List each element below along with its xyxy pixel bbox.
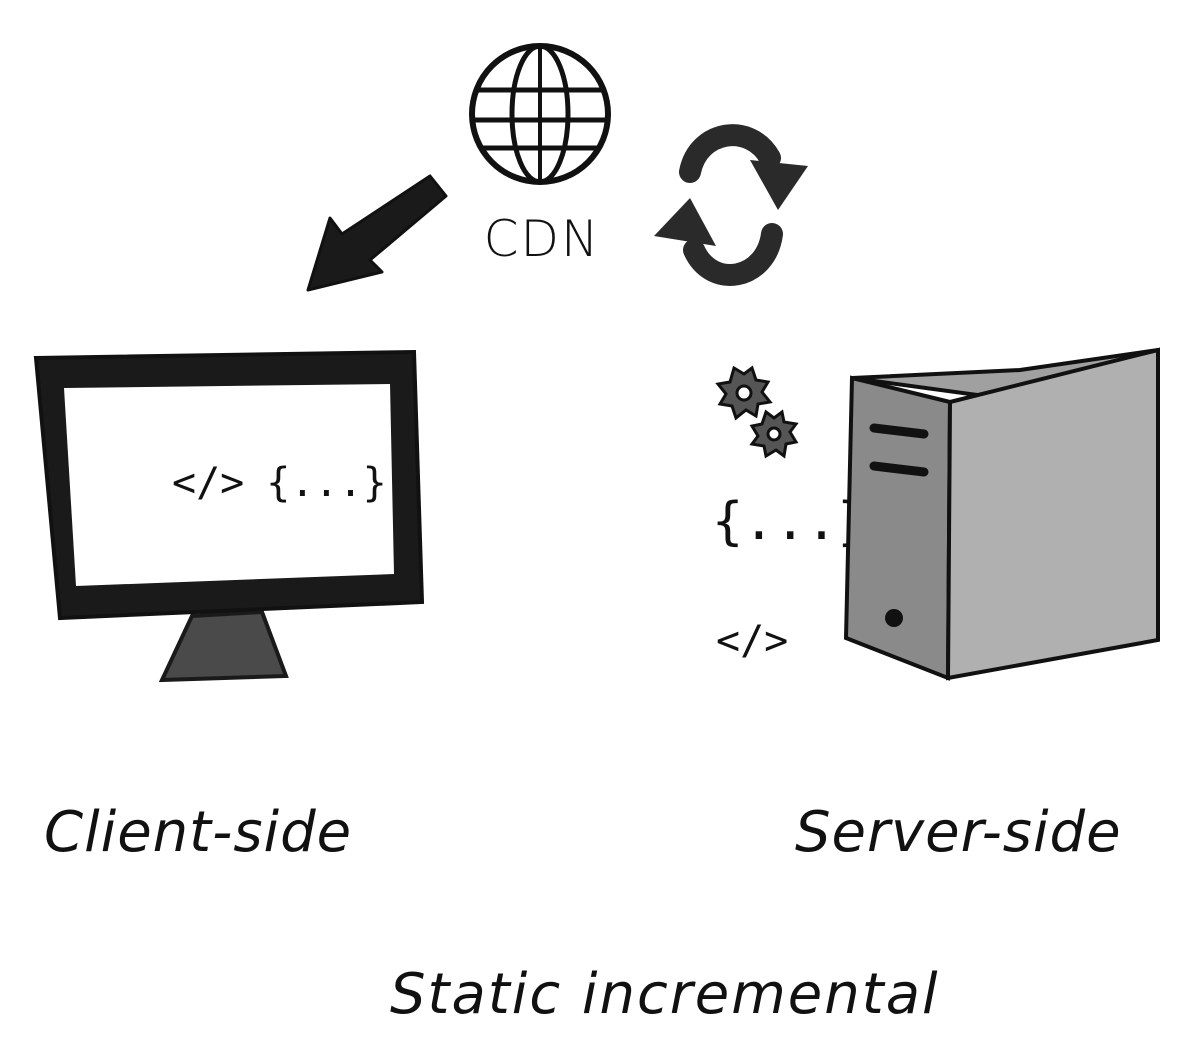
arrow-down-left-icon bbox=[306, 174, 448, 292]
code-tag-icon: </> bbox=[172, 460, 245, 506]
monitor-icon bbox=[33, 349, 425, 683]
cdn-label: CDN bbox=[483, 210, 601, 268]
globe-icon bbox=[469, 43, 611, 185]
screen-code-snippet: </> {...} bbox=[172, 460, 409, 506]
json-braces-icon: {...} bbox=[266, 460, 387, 506]
code-tag-icon: </> bbox=[716, 618, 789, 664]
gears-icon bbox=[715, 365, 799, 459]
json-braces-icon: {...} bbox=[712, 492, 869, 552]
client-side-label: Client-side bbox=[44, 800, 353, 865]
refresh-cycle-icon bbox=[654, 124, 808, 286]
diagram-caption: Static incremental bbox=[390, 962, 940, 1027]
server-tower-icon bbox=[843, 347, 1160, 681]
server-side-label: Server-side bbox=[795, 800, 1122, 865]
